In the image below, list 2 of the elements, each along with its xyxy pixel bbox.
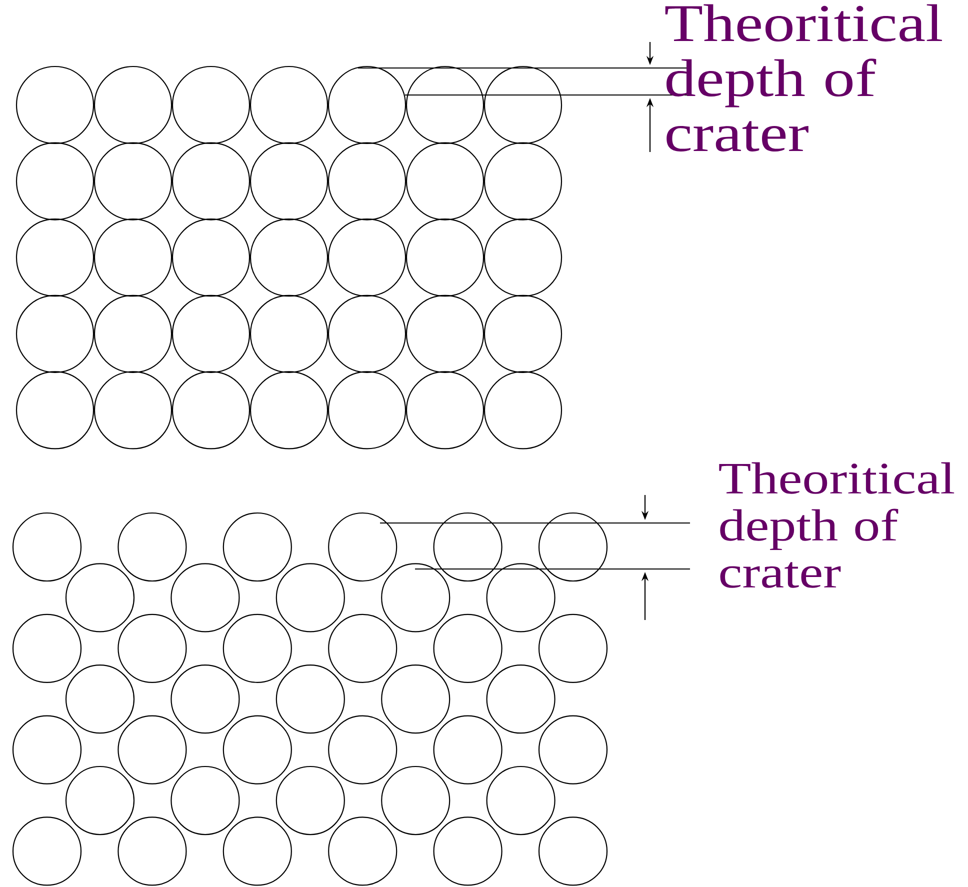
dimension-label: Theoritical depth of crater	[719, 462, 954, 588]
dimension-label: Theoritical depth of crater	[665, 4, 942, 152]
